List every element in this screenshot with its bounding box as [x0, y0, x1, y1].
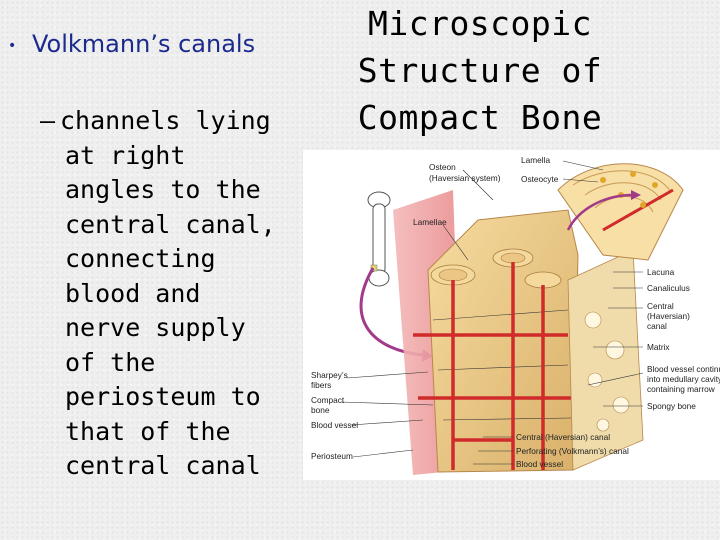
label-periosteum: Periosteum [311, 451, 353, 461]
spongy-bone [567, 249, 644, 471]
bullet-marker: • [8, 38, 17, 54]
label-lamellae: Lamellae [413, 217, 447, 227]
label-osteocyte: Osteocyte [521, 174, 559, 184]
label-sharpeys-1: Sharpey’s [311, 370, 348, 380]
slide-title: Microscopic Structure of Compact Bone [357, 4, 603, 137]
label-central-2: (Haversian) [647, 311, 690, 321]
label-lamella: Lamella [521, 155, 550, 165]
label-sharpeys-2: fibers [311, 380, 331, 390]
bone-diagram: Osteon (Haversian system) Lamella Osteoc… [311, 155, 720, 475]
label-bv-continues-1: Blood vessel continues [647, 364, 720, 374]
label-central-3: canal [647, 321, 667, 331]
sub-bullet-text: channels lying at right angles to the ce… [60, 106, 276, 480]
label-lacuna: Lacuna [647, 267, 675, 277]
label-compact-2: bone [311, 405, 330, 415]
label-bv-continues-2: into medullary cavity [647, 374, 720, 384]
blood-vessels [413, 262, 571, 470]
label-osteon: Osteon [429, 162, 456, 172]
osteon-magnified [557, 163, 684, 261]
label-matrix: Matrix [647, 342, 670, 352]
label-blood-vessel-left: Blood vessel [311, 420, 358, 430]
label-spongy-bone: Spongy bone [647, 401, 696, 411]
label-central-1: Central [647, 301, 674, 311]
label-compact-1: Compact [311, 395, 345, 405]
label-canaliculus: Canaliculus [647, 283, 690, 293]
label-haversian-system: (Haversian system) [429, 173, 501, 183]
bone-structure-figure: Osteon (Haversian system) Lamella Osteoc… [303, 150, 720, 480]
label-blood-vessel-bottom: Blood vessel [516, 459, 563, 469]
bullet-heading: Volkmann’s canals [32, 30, 256, 58]
label-central-canal: Central (Haversian) canal [516, 432, 610, 442]
long-bone-illustration [367, 191, 391, 287]
label-bv-continues-3: containing marrow [647, 384, 716, 394]
sub-bullet-dash: – [40, 106, 56, 135]
label-perforating-canal: Perforating (Volkmann’s) canal [516, 446, 629, 456]
compact-bone-block [427, 209, 579, 473]
